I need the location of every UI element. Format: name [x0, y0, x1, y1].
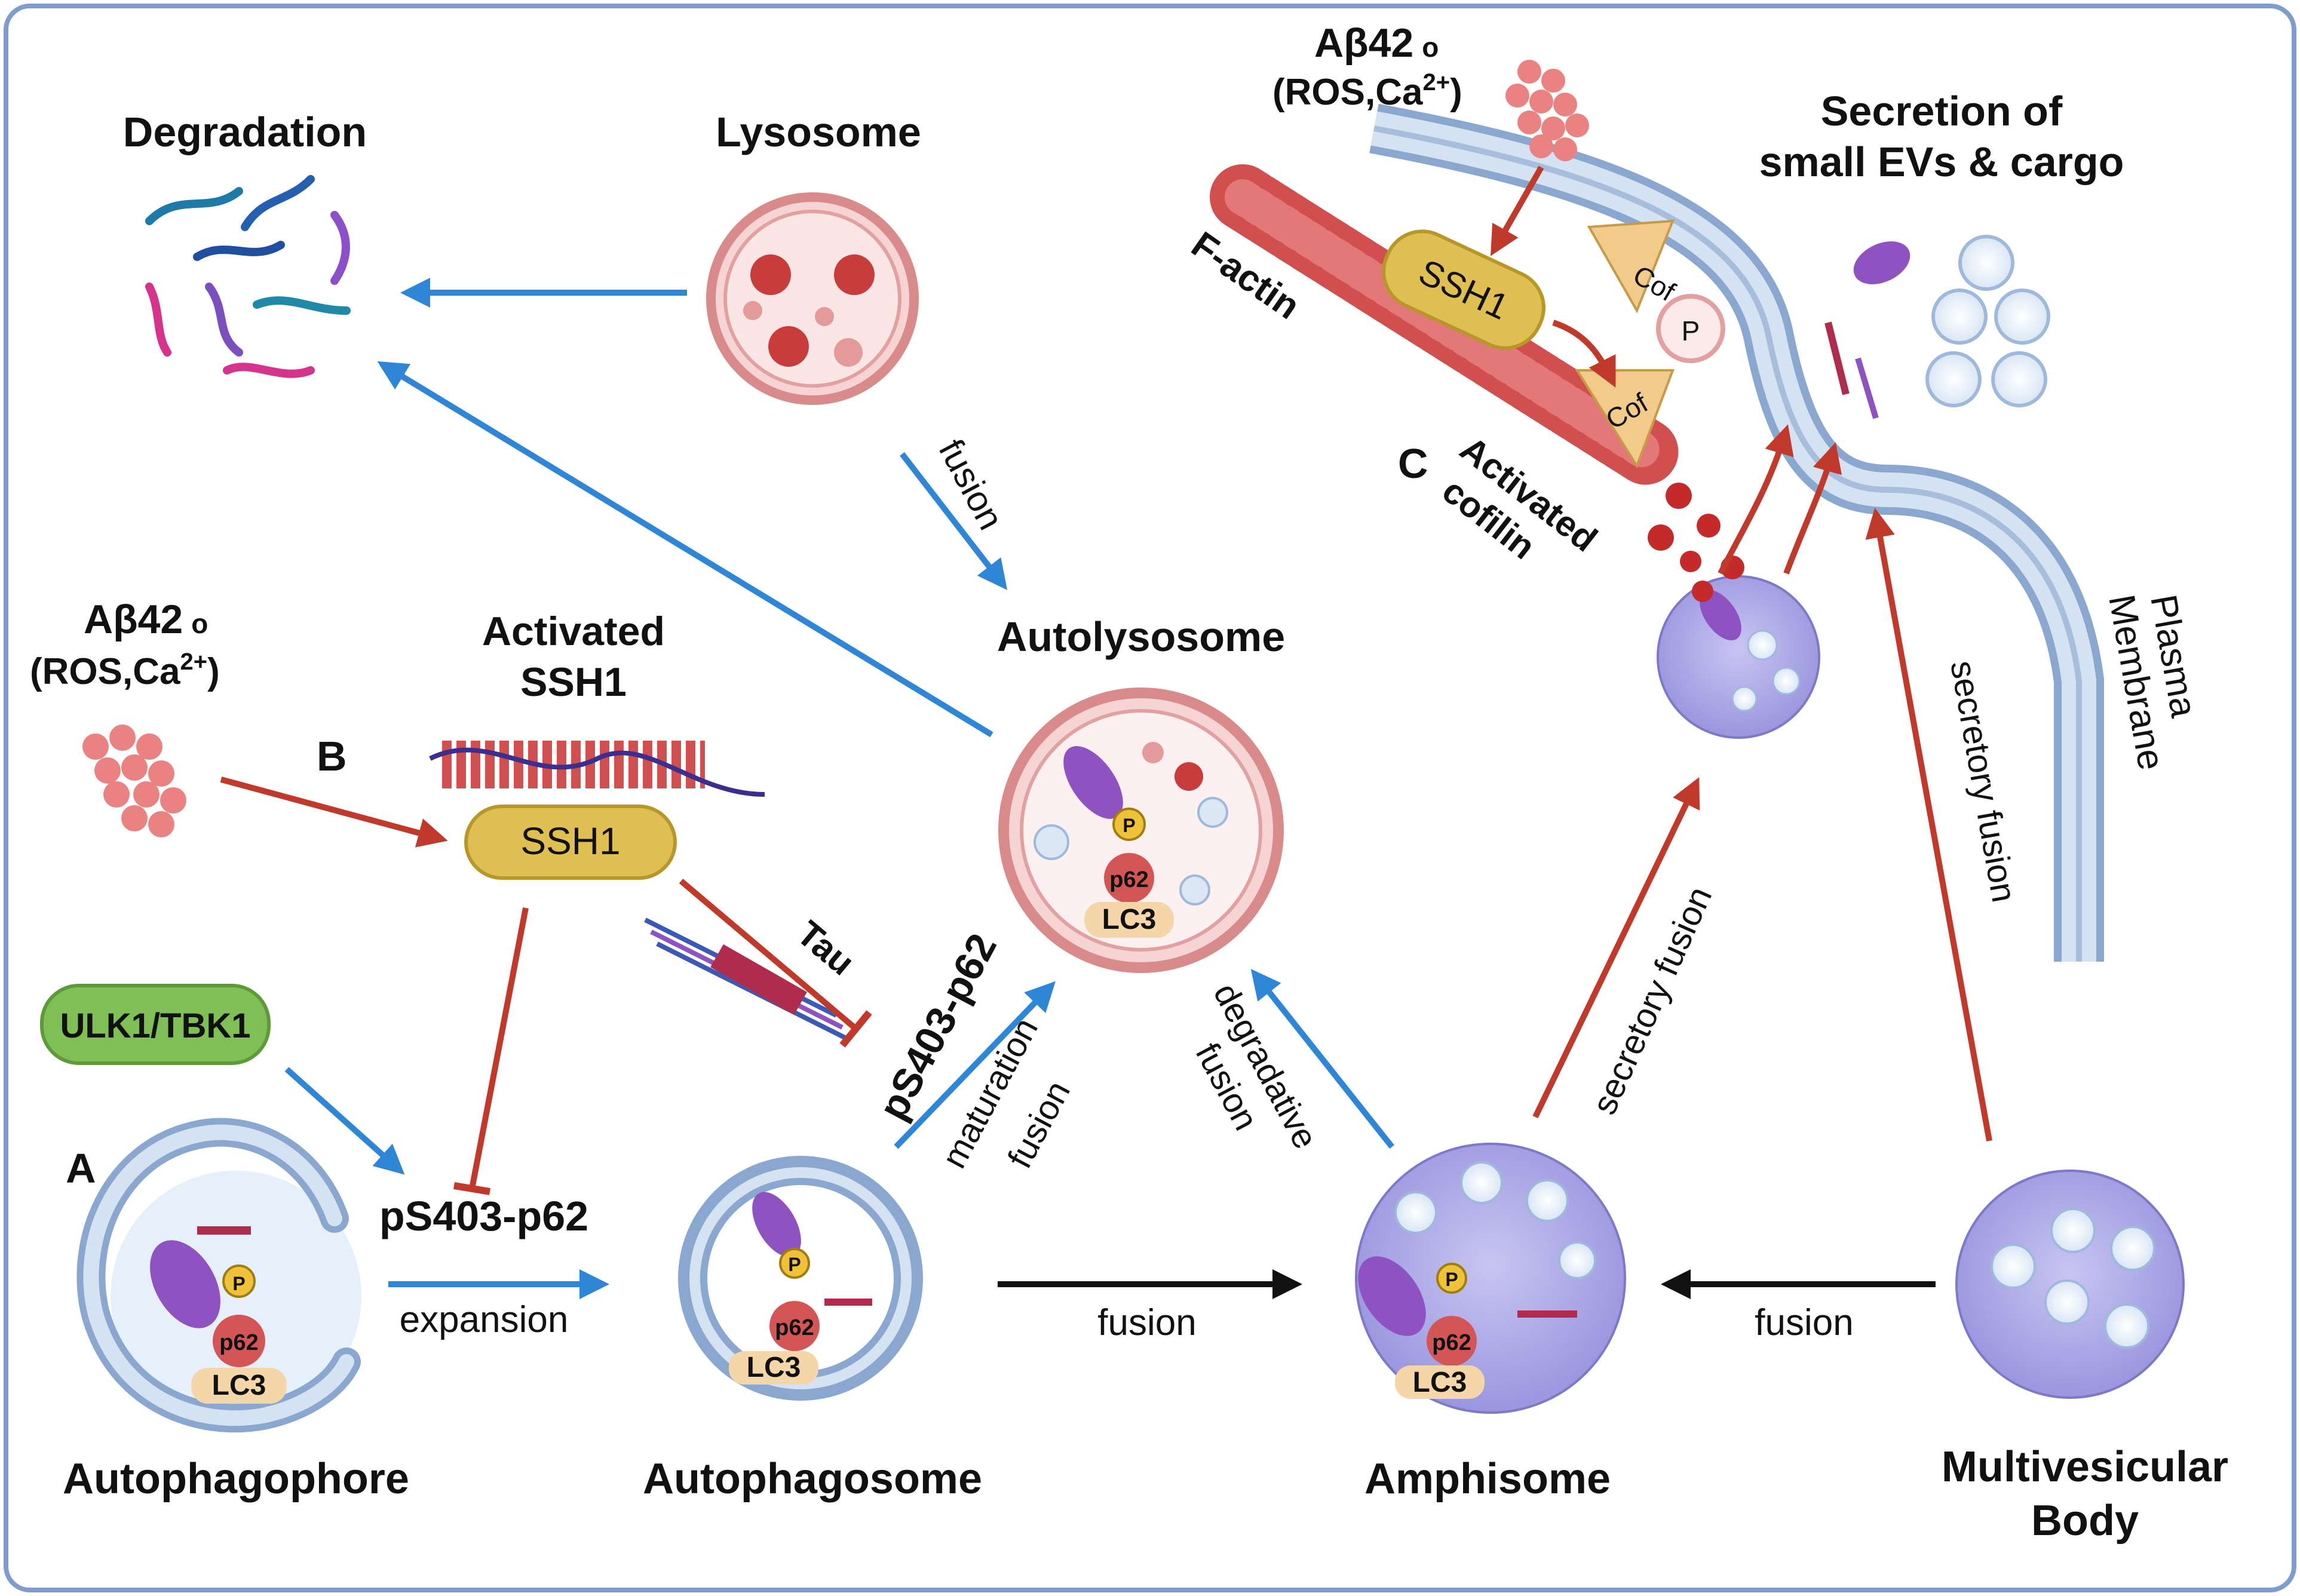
expansion-label: expansion — [400, 1299, 569, 1340]
autophagophore — [76, 1118, 361, 1433]
abeta-oligomer-left — [82, 725, 186, 837]
label-mvb-line1: Multivesicular — [1942, 1443, 2228, 1491]
p-phospho-label: P — [1682, 315, 1700, 346]
label-amphisome: Amphisome — [1364, 1455, 1611, 1503]
ps403-p62-label: pS403-p62 — [379, 1193, 588, 1239]
abeta-oligomer-top — [1505, 60, 1589, 161]
lc3-autolysosome: LC3 — [1102, 904, 1157, 935]
amphisome — [1355, 1143, 1626, 1414]
label-autolysosome: Autolysosome — [997, 613, 1285, 660]
secreted-evs — [1824, 235, 2050, 419]
p-autophagosome: P — [788, 1254, 801, 1275]
degraded-fragments — [145, 175, 351, 378]
p62-autolysosome: p62 — [1109, 867, 1148, 892]
ssh1-complex-c — [1382, 219, 1725, 469]
p-autophagophore: P — [232, 1273, 245, 1294]
activated-cofilin-dots — [1648, 483, 1744, 602]
label-autophagosome: Autophagosome — [643, 1455, 982, 1503]
arrows — [220, 165, 1992, 1299]
secreting-vesicle-body — [1657, 575, 1820, 739]
lc3-autophagophore: LC3 — [212, 1370, 266, 1401]
label-autophagophore: Autophagophore — [63, 1455, 409, 1503]
ulk-tbk-label: ULK1/TBK1 — [60, 1006, 250, 1045]
p62-autophagophore: p62 — [219, 1330, 258, 1355]
label-mvb-line2: Body — [2031, 1497, 2139, 1545]
autophagosome — [678, 1156, 923, 1401]
multivesicular-body — [1955, 1170, 2185, 1399]
p62-autophagosome: p62 — [775, 1315, 814, 1340]
ssh1-label-b: SSH1 — [520, 820, 620, 863]
p62-amphisome: p62 — [1432, 1330, 1471, 1355]
p-amphisome: P — [1445, 1269, 1458, 1290]
tau-bundle — [644, 917, 850, 1042]
ulk-tbk-pill — [40, 984, 271, 1065]
ssh1-complex-b — [429, 741, 765, 880]
lc3-amphisome: LC3 — [1413, 1367, 1467, 1398]
lc3-autophagosome: LC3 — [747, 1352, 801, 1383]
label-lysosome: Lysosome — [716, 109, 921, 155]
secretion-line1: Secretion of — [1821, 88, 2063, 134]
fusion-label-center: fusion — [1097, 1302, 1196, 1343]
fusion-label-right: fusion — [1755, 1302, 1853, 1343]
panel-label-c: C — [1398, 440, 1428, 487]
secretion-line2: small EVs & cargo — [1759, 139, 2124, 185]
activated-ssh1-line1: Activated — [482, 609, 665, 654]
p-autolysosome: P — [1123, 815, 1135, 836]
panel-label-b: B — [317, 733, 347, 779]
autolysosome — [998, 687, 1284, 973]
activated-ssh1-line2: SSH1 — [520, 659, 627, 705]
label-degradation: Degradation — [123, 109, 367, 155]
ros-ca-left: (ROS,Ca2+) — [30, 649, 220, 692]
ros-ca-top: (ROS,Ca2+) — [1272, 69, 1462, 113]
panel-label-a: A — [66, 1145, 96, 1192]
lysosome — [706, 192, 919, 405]
plasma-membrane — [1369, 103, 2104, 962]
